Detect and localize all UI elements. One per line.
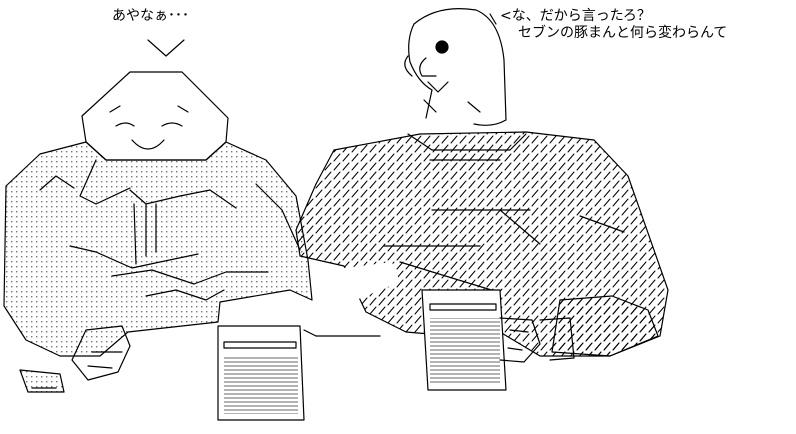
right-man-arm — [539, 295, 659, 361]
bear-paw-left — [71, 325, 131, 381]
bear-eye-left — [115, 122, 135, 127]
left-mug — [217, 325, 381, 421]
man-mouth — [427, 81, 449, 93]
man-nose — [419, 57, 437, 77]
man-eye — [435, 40, 449, 54]
bear-eye-right — [161, 122, 183, 127]
bear-body — [3, 141, 313, 357]
right-character-speech-line-1: <な、だから言ったろ？ — [500, 8, 651, 24]
man-head — [413, 8, 507, 126]
bear-nose — [131, 139, 165, 150]
speech-pointer-right — [489, 13, 497, 25]
speech-pointer-left — [147, 39, 185, 57]
man-ear — [404, 55, 413, 77]
right-mug — [421, 289, 541, 391]
left-bear-figure — [3, 39, 313, 393]
left-character-speech: あやなぁ･･･ — [112, 8, 189, 24]
right-character-speech-line-2: セブンの豚まんと何ら変わらんて — [518, 25, 728, 41]
